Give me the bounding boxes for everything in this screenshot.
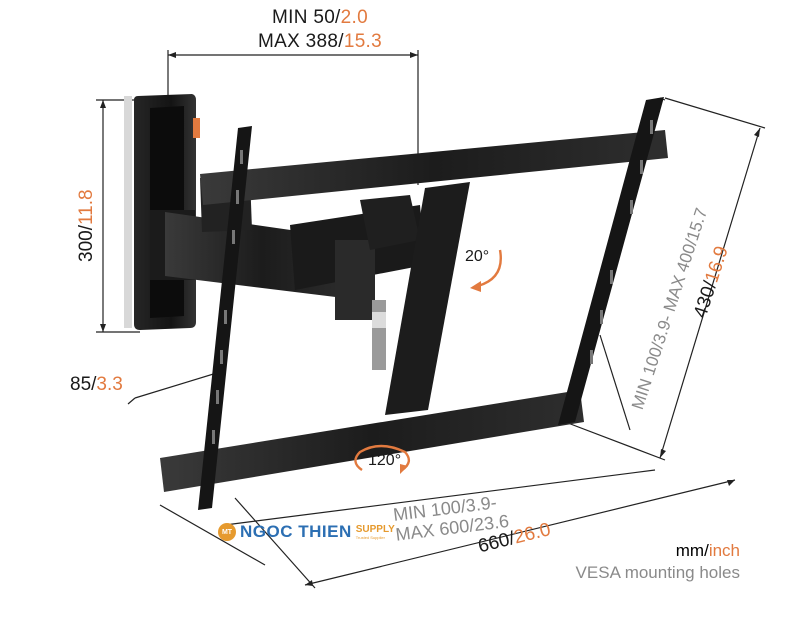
watermark-brand-suffix: SUPPLY — [355, 523, 395, 535]
watermark-brand: NGOC THIEN — [240, 522, 352, 541]
dimension-arrowheads — [100, 52, 760, 586]
depth-label: 85/3.3 — [70, 374, 123, 395]
dim-depth-line — [134, 371, 221, 399]
watermark-badge: MT — [218, 523, 236, 541]
bottom-rail — [160, 390, 584, 492]
arm-extension-min-inch: 2.0 — [340, 7, 368, 28]
watermark-tagline: Trusted Supplier — [355, 534, 385, 540]
dim-total-height-line — [659, 127, 761, 459]
watermark-logo: MT NGOC THIEN SUPPLY Trusted Supplier — [218, 522, 395, 542]
arm-extension-min-mm: MIN 50/ — [272, 7, 341, 28]
legend-unit-mm: mm/ — [675, 541, 709, 560]
swivel-angle-label: 120° — [368, 452, 402, 469]
center-tilt-plate — [385, 182, 470, 415]
dimension-lines — [96, 50, 766, 589]
tilt-angle-label: 20° — [465, 248, 490, 265]
tilt-arrow — [477, 249, 502, 288]
legend: mm/inch VESA mounting holes — [576, 540, 740, 584]
top-rail — [200, 130, 668, 205]
arm-extension-max-inch: 15.3 — [343, 31, 383, 52]
dim-vesa-vertical-line — [599, 334, 631, 431]
articulating-arms — [150, 176, 425, 370]
arm-extension-max-mm: MAX 388/ — [257, 31, 344, 52]
wall-plate-level-tab — [193, 118, 200, 138]
swivel-arrow — [354, 444, 410, 471]
tv-mounting-frame — [160, 97, 668, 510]
arm-extension-label: MIN 50/2.0 MAX 388/15.3 — [200, 6, 440, 54]
dim-total-width-line — [304, 479, 736, 586]
plate-height-label: 300/11.8 — [76, 189, 97, 262]
right-vertical-strip — [558, 97, 664, 425]
legend-caption: VESA mounting holes — [575, 563, 740, 582]
dim-vesa-horizontal-line — [224, 469, 656, 526]
legend-unit-inch: inch — [708, 541, 740, 560]
